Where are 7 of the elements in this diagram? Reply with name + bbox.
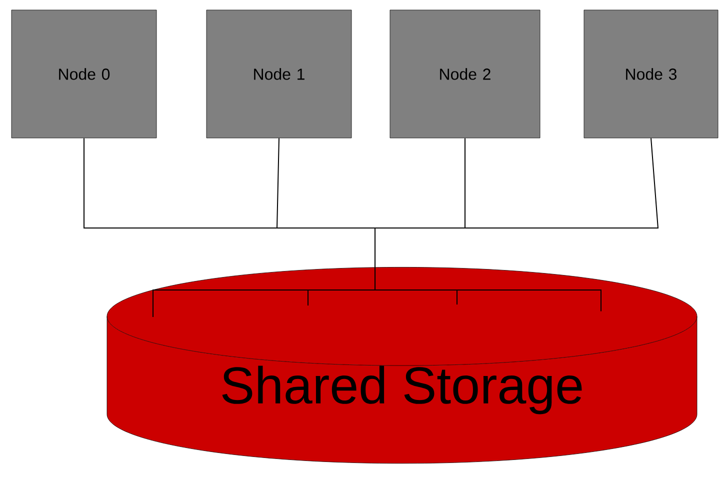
node-box: Node 0: [11, 10, 157, 138]
node-box: Node 3: [584, 10, 718, 138]
storage-cylinder: Shared Storage: [106, 267, 698, 464]
node-box: Node 1: [206, 10, 352, 138]
connector-line: [374, 138, 659, 312]
connector-line: [276, 138, 376, 306]
node-box: Node 2: [390, 10, 540, 138]
